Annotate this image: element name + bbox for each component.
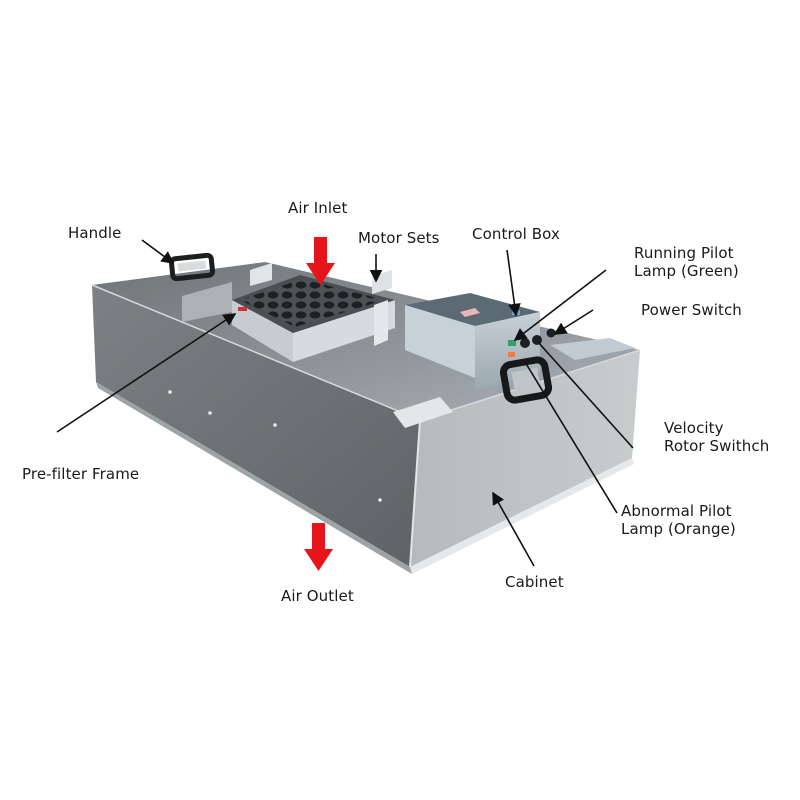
running-pilot-lamp [508,340,516,346]
control-box-handle [499,356,553,404]
leader-power-switch [553,309,594,335]
fan-grille [240,279,385,327]
label-handle: Handle [68,224,122,242]
leader-lines [56,239,634,567]
pre-filter-frame [182,275,395,362]
label-control-box: Control Box [472,225,560,243]
air-inlet-arrow [306,237,335,285]
leader-cabinet [492,491,535,567]
power-switch [546,328,556,338]
label-power-switch: Power Switch [641,301,742,319]
abnormal-pilot-lamp [508,352,515,357]
spec-plate [393,397,453,428]
cabinet-front-side [410,350,640,567]
air-outlet-arrow [304,523,333,571]
leader-control-box [506,249,521,317]
velocity-rotor-switch [520,338,530,348]
leader-handle [141,239,175,264]
label-pre-filter-frame: Pre-filter Frame [22,465,140,483]
cabinet-left-side [92,285,420,567]
label-cabinet: Cabinet [505,573,564,591]
label-air-inlet: Air Inlet [288,199,348,217]
label-running-pilot-lamp: Running Pilot Lamp (Green) [634,244,739,280]
leader-abnormal-pilot-lamp [524,361,618,514]
leader-running-pilot-lamp [513,269,607,341]
label-velocity-rotor-switch: Velocity Rotor Swithch [664,419,770,455]
label-abnormal-pilot-lamp: Abnormal Pilot Lamp (Orange) [621,502,736,538]
label-motor-sets: Motor Sets [358,229,440,247]
handle [168,252,216,282]
leader-pre-filter-frame [56,313,237,433]
label-air-outlet: Air Outlet [281,587,354,605]
leader-velocity-rotor-switch [537,341,634,449]
